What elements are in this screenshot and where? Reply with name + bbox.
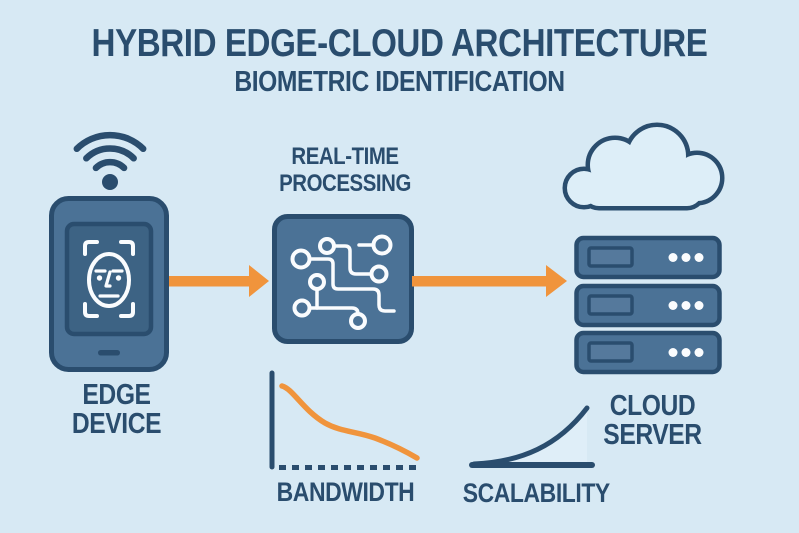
smartphone-icon [49,196,169,372]
page-title: HYBRID EDGE-CLOUD ARCHITECTURE [91,22,708,65]
cloud-icon [562,122,725,211]
arrow-right-icon [412,265,567,297]
scalability-label: SCALABILITY [462,478,610,508]
server-unit [574,235,722,280]
bandwidth-label: BANDWIDTH [276,477,415,507]
wifi-icon [73,131,147,190]
home-button-icon [98,350,120,356]
face-scan-icon [83,240,135,318]
circuit-board-icon [272,214,414,344]
page-subtitle: BIOMETRIC IDENTIFICATION [234,66,565,98]
server-unit [574,283,722,328]
scalability-chart [469,405,595,468]
area-fill [474,408,587,464]
server-stack-icon [574,235,722,375]
arrow-right-icon [169,265,269,297]
server-unit [574,330,722,375]
bandwidth-curve [279,383,420,461]
bandwidth-chart [269,370,422,470]
